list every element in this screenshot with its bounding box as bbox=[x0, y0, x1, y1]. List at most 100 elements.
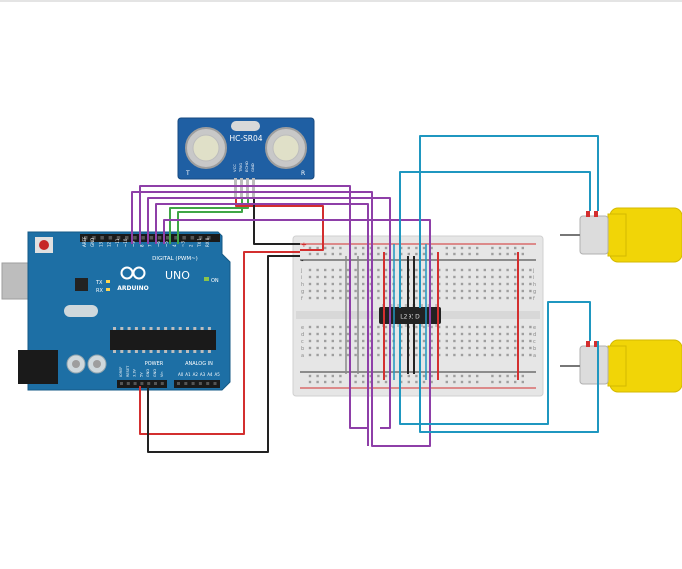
power-pin-label: 3.3V bbox=[133, 368, 137, 377]
bb-hole bbox=[438, 353, 441, 357]
analog-label: ANALOG IN bbox=[185, 361, 213, 367]
atmega-pin bbox=[193, 350, 197, 353]
power-pin bbox=[147, 382, 151, 385]
bb-hole bbox=[400, 332, 403, 336]
capacitor-1-top bbox=[72, 360, 80, 368]
power-pin-label: GND bbox=[146, 369, 150, 377]
row-letter: d bbox=[533, 332, 536, 338]
bb-hole bbox=[460, 296, 464, 300]
atmega-pin bbox=[113, 350, 116, 353]
atmega-pin bbox=[200, 350, 204, 353]
rail-hole bbox=[324, 252, 327, 256]
rail-hole bbox=[384, 246, 388, 250]
bb-hole bbox=[514, 282, 517, 286]
bb-hole bbox=[491, 282, 494, 286]
bb-hole bbox=[468, 339, 471, 343]
rail-hole bbox=[369, 374, 372, 378]
row-letter: c bbox=[301, 339, 304, 345]
rail-hole bbox=[498, 380, 502, 384]
rail-hole bbox=[506, 246, 509, 250]
bb-hole bbox=[362, 282, 365, 286]
arduino-brand: ARDUINO bbox=[117, 285, 148, 292]
bb-hole bbox=[384, 296, 388, 300]
bb-hole bbox=[415, 332, 418, 336]
bb-hole bbox=[445, 346, 448, 350]
bb-hole bbox=[369, 339, 372, 343]
bb-hole bbox=[506, 268, 509, 272]
bb-hole bbox=[316, 339, 319, 343]
rail-hole bbox=[491, 252, 494, 256]
bb-hole bbox=[324, 289, 327, 293]
bb-hole bbox=[498, 325, 502, 329]
bb-hole bbox=[339, 275, 342, 279]
atmega-pin bbox=[171, 350, 175, 353]
bb-hole bbox=[460, 282, 464, 286]
bb-hole bbox=[422, 332, 426, 336]
header-pin-label: TX 1 bbox=[197, 238, 202, 248]
rail-hole bbox=[514, 380, 517, 384]
rail-hole bbox=[422, 246, 426, 250]
bb-hole bbox=[324, 268, 327, 272]
bb-hole bbox=[362, 268, 365, 272]
power-pin bbox=[120, 382, 123, 385]
bb-hole bbox=[445, 339, 448, 343]
atmega-pin bbox=[156, 350, 160, 353]
bb-hole bbox=[506, 332, 509, 336]
bb-hole bbox=[400, 289, 403, 293]
bb-hole bbox=[324, 353, 327, 357]
chip-pin bbox=[435, 304, 439, 307]
atmega-pin bbox=[134, 350, 138, 353]
atmega-pin bbox=[127, 327, 131, 330]
rail-hole bbox=[331, 374, 334, 378]
bb-hole bbox=[498, 275, 502, 279]
sensor-pin-label: VCC bbox=[232, 164, 237, 172]
header-pin bbox=[190, 236, 195, 240]
bb-hole bbox=[521, 296, 524, 300]
bb-hole bbox=[377, 339, 380, 343]
bb-hole bbox=[468, 332, 471, 336]
wire-green-trig bbox=[169, 197, 249, 244]
analog-pin bbox=[191, 382, 195, 385]
header-pin bbox=[108, 236, 113, 240]
bb-hole bbox=[468, 325, 471, 329]
wire-purple-3 bbox=[147, 197, 391, 429]
bb-hole bbox=[453, 353, 456, 357]
rail-hole bbox=[453, 252, 456, 256]
bb-hole bbox=[384, 275, 388, 279]
atmega-pin bbox=[164, 327, 168, 330]
rail-hole bbox=[506, 252, 509, 256]
rail-hole bbox=[377, 252, 380, 256]
rail-hole bbox=[324, 374, 327, 378]
bb-hole bbox=[331, 289, 334, 293]
bb-hole bbox=[514, 268, 517, 272]
usb-chip bbox=[75, 278, 88, 291]
bb-hole bbox=[529, 275, 532, 279]
bb-hole bbox=[415, 289, 418, 293]
wire-purple-5 bbox=[163, 219, 431, 447]
rx-led bbox=[106, 288, 110, 291]
bb-hole bbox=[362, 332, 365, 336]
rail-hole bbox=[384, 252, 388, 256]
crystal bbox=[64, 305, 98, 317]
rail-hole bbox=[506, 380, 509, 384]
atmega-pin bbox=[134, 327, 138, 330]
bb-hole bbox=[339, 282, 342, 286]
bb-hole bbox=[506, 325, 509, 329]
rail-plus-mark: + bbox=[301, 241, 307, 249]
rail-hole bbox=[445, 374, 448, 378]
rail-hole bbox=[354, 380, 357, 384]
atmega-chip bbox=[110, 330, 216, 350]
wire-black-gnd bbox=[253, 197, 300, 245]
sensor-r-mark: R bbox=[301, 170, 305, 177]
header-pin-label: ~9 bbox=[131, 241, 136, 247]
bb-hole bbox=[308, 282, 312, 286]
atmega-pin bbox=[149, 327, 153, 330]
receiver-mesh bbox=[272, 134, 300, 162]
row-letter: i bbox=[301, 275, 302, 281]
bb-hole bbox=[346, 282, 350, 286]
row-letter: j bbox=[532, 268, 534, 274]
bb-hole bbox=[384, 289, 388, 293]
rail-hole bbox=[339, 380, 342, 384]
bb-hole bbox=[476, 325, 479, 329]
rail-hole bbox=[362, 374, 365, 378]
